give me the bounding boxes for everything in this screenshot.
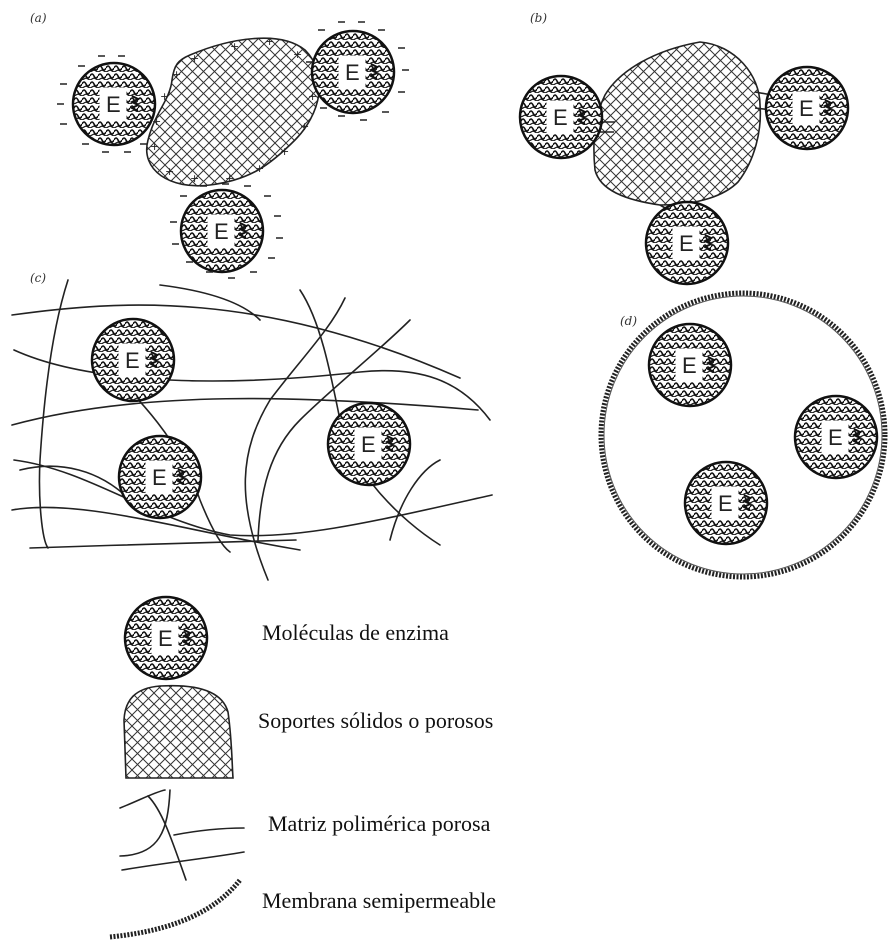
legend-enzyme-label: Moléculas de enzima — [262, 620, 449, 645]
svg-text:+: + — [190, 52, 199, 65]
enzyme-molecule-d3: E — [685, 462, 767, 544]
enzyme-molecule-b2: E — [766, 67, 848, 149]
panel-b-label: (b) — [530, 11, 547, 25]
legend-matrix-label: Matriz polimérica porosa — [268, 811, 491, 836]
enzyme-molecule-c3: E — [328, 403, 410, 485]
svg-text:+: + — [265, 35, 274, 48]
polymer-matrix-fibers — [12, 280, 492, 580]
enzyme-molecule-d2: E — [795, 396, 877, 478]
legend: E Moléculas de enzima Soportes sólidos o… — [110, 597, 496, 937]
svg-text:+: + — [165, 165, 174, 178]
legend-membrane-symbol — [110, 880, 240, 937]
svg-text:+: + — [230, 40, 239, 53]
svg-text:E: E — [828, 425, 843, 450]
svg-text:E: E — [125, 348, 140, 373]
svg-text:E: E — [682, 353, 697, 378]
svg-text:E: E — [799, 96, 814, 121]
svg-text:E: E — [345, 60, 360, 85]
enzyme-molecule-a1: E — [73, 63, 155, 145]
svg-text:E: E — [553, 105, 568, 130]
enzyme-molecule-c2: E — [119, 436, 201, 518]
svg-text:+: + — [160, 90, 169, 103]
svg-text:E: E — [152, 465, 167, 490]
panel-b: (b) E E E — [520, 11, 848, 284]
svg-text:E: E — [106, 92, 121, 117]
support-particle-b — [594, 42, 760, 205]
svg-text:+: + — [255, 162, 264, 175]
panel-a-label: (a) — [30, 11, 47, 25]
svg-text:E: E — [679, 231, 694, 256]
legend-enzyme-symbol: E — [125, 597, 207, 679]
legend-support-label: Soportes sólidos o porosos — [258, 708, 493, 733]
enzyme-molecule-b3: E — [646, 202, 728, 284]
enzyme-molecule-d1: E — [649, 324, 731, 406]
svg-text:E: E — [158, 626, 173, 651]
svg-text:E: E — [361, 432, 376, 457]
svg-text:E: E — [718, 491, 733, 516]
enzyme-molecule-a3: E — [181, 190, 263, 272]
legend-support-symbol — [124, 686, 233, 778]
enzyme-molecule-c1: E — [92, 319, 174, 401]
svg-text:+: + — [280, 145, 289, 158]
panel-c: (c) E E E — [12, 271, 492, 580]
svg-text:+: + — [190, 172, 199, 185]
svg-text:+: + — [293, 48, 302, 61]
svg-text:+: + — [172, 68, 181, 81]
panel-d-label: (d) — [620, 314, 637, 328]
svg-text:E: E — [214, 219, 229, 244]
legend-matrix-symbol — [120, 790, 244, 880]
enzyme-molecule-a2: E — [312, 31, 394, 113]
panel-d: (d) E E E — [601, 293, 885, 577]
legend-membrane-label: Membrana semipermeable — [262, 888, 496, 913]
svg-text:+: + — [225, 172, 234, 185]
enzyme-molecule-b1: E — [520, 76, 602, 158]
svg-text:+: + — [300, 120, 309, 133]
panel-a: (a) + + + + + + + + + + + + + + + E E — [30, 11, 409, 278]
svg-text:+: + — [150, 140, 159, 153]
panel-c-label: (c) — [30, 271, 46, 285]
